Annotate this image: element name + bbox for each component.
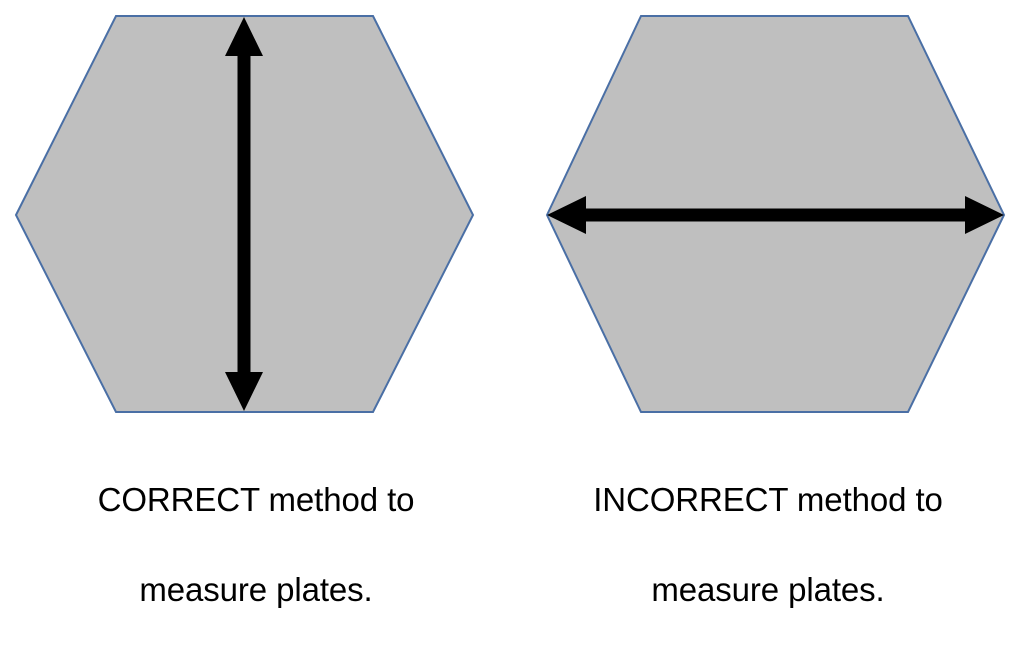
caption-incorrect-line1: INCORRECT method to [593, 481, 943, 518]
panel-incorrect-method: INCORRECT method to measure plates. [512, 0, 1024, 608]
caption-incorrect: INCORRECT method to measure plates. [512, 432, 1024, 657]
horizontal-double-arrow-icon [547, 196, 1004, 234]
caption-correct: CORRECT method to measure plates. [0, 432, 512, 657]
vertical-double-arrow-icon [225, 17, 263, 411]
caption-correct-line2: measure plates. [139, 571, 373, 608]
caption-incorrect-line2: measure plates. [651, 571, 885, 608]
caption-correct-line1: CORRECT method to [97, 481, 415, 518]
incorrect-method-figure [545, 15, 1006, 413]
panel-correct-method: CORRECT method to measure plates. [0, 0, 512, 608]
diagram-canvas: CORRECT method to measure plates. INCORR… [0, 0, 1024, 608]
correct-method-figure [14, 15, 475, 413]
